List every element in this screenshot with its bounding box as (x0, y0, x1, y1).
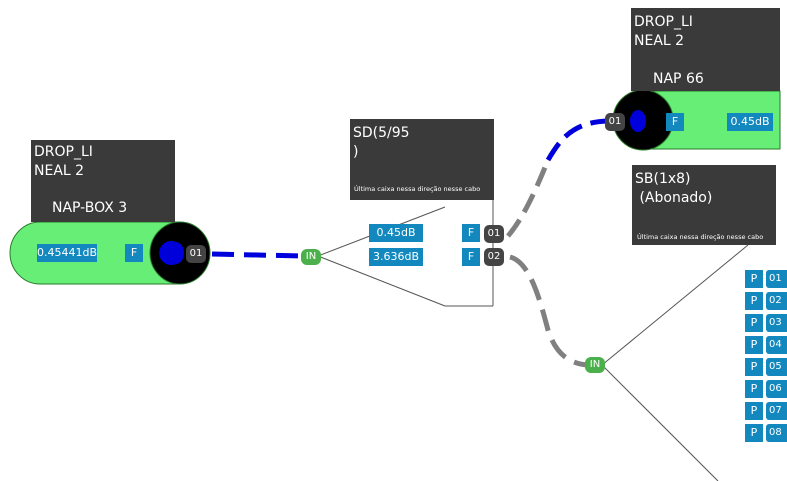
left-box-value: 0.45441dB (37, 244, 97, 262)
sd-row1-f[interactable]: F (462, 224, 480, 242)
sb-port-1-p[interactable]: P (745, 270, 763, 288)
sb-note: Última caixa nessa direção nesse cabo (637, 233, 764, 241)
left-box-port[interactable]: 01 (186, 245, 206, 263)
link-sd01-to-nap66-blue[interactable] (545, 118, 609, 162)
sb-port-3-num[interactable]: 03 (766, 314, 787, 332)
sd-row1-value: 0.45dB (369, 224, 423, 242)
top-right-port[interactable]: 01 (605, 113, 625, 131)
sb-port-7-num[interactable]: 07 (766, 402, 787, 420)
top-right-subtitle: NAP 66 (653, 71, 704, 87)
top-right-f[interactable]: F (666, 113, 684, 131)
sb-port-7-p[interactable]: P (745, 402, 763, 420)
sb-port-2-num[interactable]: 02 (766, 292, 787, 310)
sd-panel[interactable]: SD(5/95 ) Última caixa nessa direção nes… (350, 119, 494, 200)
sb-panel[interactable]: SB(1x8) (Abonado) Última caixa nessa dir… (632, 165, 776, 245)
sd-note: Última caixa nessa direção nesse cabo (354, 185, 481, 193)
left-box-f[interactable]: F (125, 244, 143, 262)
top-right-cylinder[interactable] (612, 89, 781, 151)
link-sd01-to-nap66-gray[interactable] (506, 159, 551, 238)
sb-port-5-num[interactable]: 05 (766, 358, 787, 376)
sb-port-8-num[interactable]: 08 (766, 424, 787, 442)
top-right-value: 0.45dB (727, 113, 773, 131)
sd-row2-f[interactable]: F (462, 248, 480, 266)
sb-in-port[interactable]: IN (585, 357, 605, 373)
sb-port-5-p[interactable]: P (745, 358, 763, 376)
sb-port-3-p[interactable]: P (745, 314, 763, 332)
sb-port-6-p[interactable]: P (745, 380, 763, 398)
sd-in-port[interactable]: IN (301, 249, 321, 265)
sb-port-2-p[interactable]: P (745, 292, 763, 310)
sd-row2-port[interactable]: 02 (484, 248, 504, 266)
left-box-panel[interactable]: DROP_LI NEAL 2 NAP-BOX 3 (31, 140, 175, 222)
link-left-to-sd[interactable] (211, 251, 303, 259)
sb-port-4-p[interactable]: P (745, 336, 763, 354)
sb-port-6-num[interactable]: 06 (766, 380, 787, 398)
top-right-title: DROP_LI NEAL 2 (634, 14, 693, 49)
sb-port-8-p[interactable]: P (745, 424, 763, 442)
sd-title: SD(5/95 ) (353, 125, 410, 160)
link-sd02-to-sb[interactable] (509, 254, 589, 368)
sd-row1-port[interactable]: 01 (484, 225, 504, 243)
sb-triangle (601, 244, 749, 481)
sb-port-1-num[interactable]: 01 (766, 270, 787, 288)
left-box-subtitle: NAP-BOX 3 (52, 200, 128, 216)
sd-row2-value: 3.636dB (369, 248, 423, 266)
sb-port-4-num[interactable]: 04 (766, 336, 787, 354)
sb-title: SB(1x8) (Abonado) (635, 171, 713, 206)
left-box-title: DROP_LI NEAL 2 (34, 144, 93, 179)
top-right-panel[interactable]: DROP_LI NEAL 2 NAP 66 (631, 8, 780, 91)
